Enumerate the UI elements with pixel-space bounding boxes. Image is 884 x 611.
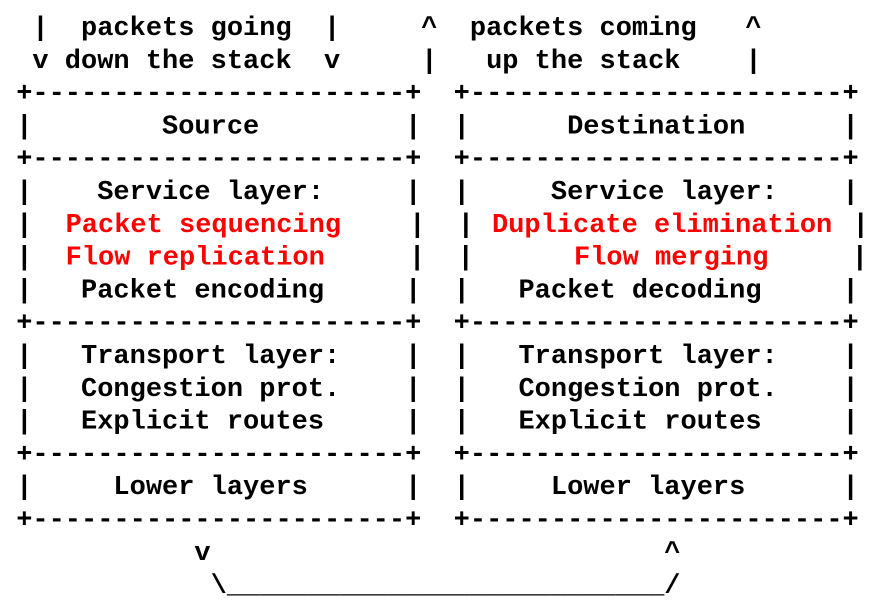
diagram-text-segment: | Congestion prot. | | Congestion prot. … xyxy=(0,375,859,405)
highlighted-function-label: Packet sequencing xyxy=(66,211,341,241)
diagram-line: | Lower layers | | Lower layers | xyxy=(0,473,859,503)
diagram-line: \___________________________/ xyxy=(0,572,681,602)
diagram-line: | Congestion prot. | | Congestion prot. … xyxy=(0,375,859,405)
diagram-line: | Service layer: | | Service layer: | xyxy=(0,178,859,208)
diagram-line: | Source | | Destination | xyxy=(0,112,859,142)
diagram-line: | Packet encoding | | Packet decoding | xyxy=(0,276,859,306)
highlighted-function-label: Flow merging xyxy=(574,244,768,274)
diagram-text-segment: | Packet encoding | | Packet decoding | xyxy=(0,276,859,306)
diagram-line: | Explicit routes | | Explicit routes | xyxy=(0,408,859,438)
diagram-line: | packets going | ^ packets coming ^ xyxy=(0,14,762,44)
diagram-text-segment: +-----------------------+ +-------------… xyxy=(0,145,859,175)
diagram-text-segment: | Explicit routes | | Explicit routes | xyxy=(0,408,859,438)
diagram-text-segment: | Transport layer: | | Transport layer: … xyxy=(0,342,859,372)
diagram-line: | Transport layer: | | Transport layer: … xyxy=(0,342,859,372)
diagram-text-segment: | Lower layers | | Lower layers | xyxy=(0,473,859,503)
diagram-line: +-----------------------+ +-------------… xyxy=(0,309,859,339)
diagram-text-segment: | xyxy=(0,211,65,241)
diagram-line: +-----------------------+ +-------------… xyxy=(0,506,859,536)
diagram-text-segment: | | xyxy=(328,244,571,274)
ascii-diagram-lines: | packets going | ^ packets coming ^ v d… xyxy=(0,14,869,602)
diagram-text-segment: \___________________________/ xyxy=(0,572,681,602)
diagram-text-segment: +-----------------------+ +-------------… xyxy=(0,80,859,110)
diagram-text-segment: +-----------------------+ +-------------… xyxy=(0,309,859,339)
diagram-text-segment: | packets going | ^ packets coming ^ xyxy=(0,14,762,44)
diagram-line: v ^ xyxy=(0,539,681,569)
diagram-text-segment: | | xyxy=(344,211,490,241)
highlighted-function-label: Duplicate elimination xyxy=(492,211,832,241)
diagram-text-segment: | xyxy=(836,211,868,241)
diagram-line: v down the stack v | up the stack | xyxy=(0,47,762,77)
diagram-text-segment: +-----------------------+ +-------------… xyxy=(0,440,859,470)
diagram-text-segment: +-----------------------+ +-------------… xyxy=(0,506,859,536)
diagram-line: | Packet sequencing | | Duplicate elimin… xyxy=(0,211,869,241)
diagram-text-segment: v down the stack v | up the stack | xyxy=(0,47,762,77)
diagram-text-segment: | Source | | Destination | xyxy=(0,112,859,142)
highlighted-function-label: Flow replication xyxy=(66,244,325,274)
diagram-line: +-----------------------+ +-------------… xyxy=(0,440,859,470)
diagram-text-segment: | Service layer: | | Service layer: | xyxy=(0,178,859,208)
diagram-text-segment: | xyxy=(771,244,868,274)
diagram-line: +-----------------------+ +-------------… xyxy=(0,145,859,175)
diagram-line: +-----------------------+ +-------------… xyxy=(0,80,859,110)
diagram-line: | Flow replication | | Flow merging | xyxy=(0,244,868,274)
diagram-text-segment: | xyxy=(0,244,65,274)
diagram-text-segment: v ^ xyxy=(0,539,681,569)
